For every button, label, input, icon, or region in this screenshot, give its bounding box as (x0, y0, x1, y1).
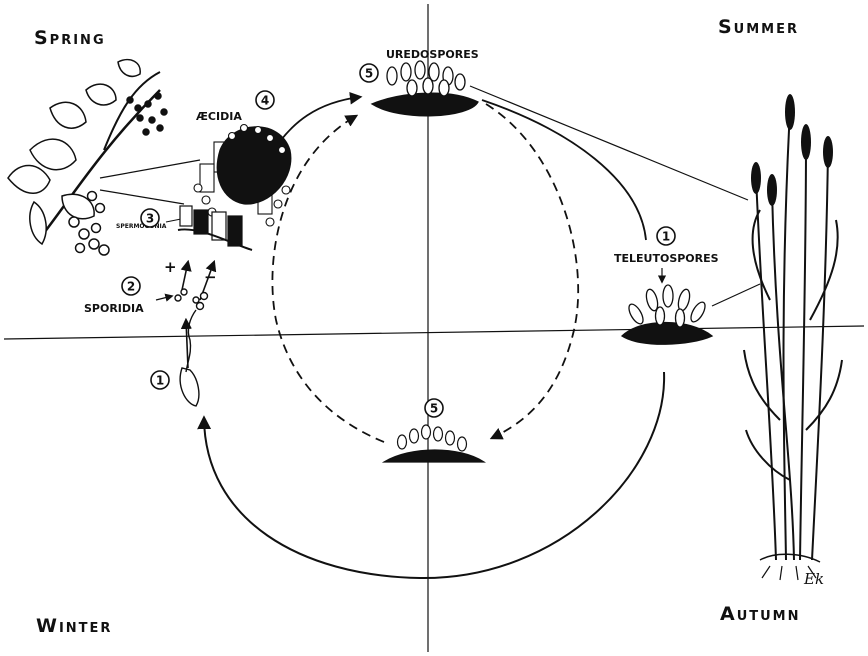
uredospores-label: UREDOSPORES (386, 48, 479, 61)
dashed-repeat-cycle-right (486, 104, 578, 438)
teleutospores-label: TELEUTOSPORES (614, 252, 719, 265)
stage-number-5-bottom: 5 (425, 399, 443, 417)
uredospores-illustration-bottom (384, 425, 484, 462)
svg-text:5: 5 (430, 402, 438, 416)
season-autumn-label: Autumn (720, 603, 801, 625)
sporidia-to-spermogonia-arrow (182, 262, 188, 290)
horizontal-axis-line (4, 326, 864, 339)
barberry-to-aecidia-line-2 (100, 190, 184, 204)
stage-number-3: 3 (141, 209, 159, 227)
sporidia-label: SPORIDIA (84, 302, 144, 315)
artist-signature: Ek (803, 570, 824, 588)
aecidia-label: ÆCIDIA (196, 110, 242, 123)
spermogonia-illustration (178, 206, 252, 250)
grass-to-teleutospores-line (712, 284, 760, 306)
season-summer-label: Summer (718, 16, 799, 38)
stage-number-4: 4 (256, 91, 274, 109)
teleutospores-illustration (622, 285, 712, 344)
uredospores-illustration-top (372, 61, 478, 116)
svg-text:5: 5 (365, 67, 373, 81)
teleutospore-link-arc (482, 100, 646, 240)
season-spring-label: Spring (34, 27, 106, 49)
plus-strain-sign: + (164, 258, 177, 276)
grass-to-uredospores-line (470, 86, 748, 200)
stage-number-1-winter: 1 (151, 371, 169, 389)
spermogonia-label: SPERMOGONIA (116, 223, 167, 230)
stage-number-2: 2 (122, 277, 140, 295)
stage-number-1-autumn: 1 (657, 227, 675, 245)
barberry-to-aecidia-line-1 (100, 160, 200, 178)
season-winter-label: Winter (36, 615, 112, 637)
sporidia-label-pointer (156, 296, 172, 300)
germination-arrow-left (186, 320, 188, 368)
svg-text:1: 1 (156, 374, 164, 388)
minus-strain-sign: − (204, 268, 217, 286)
wheat-plant-illustration (744, 94, 842, 580)
svg-text:1: 1 (662, 230, 670, 244)
sporidia-illustration (175, 289, 208, 406)
stage-number-5-top: 5 (360, 64, 378, 82)
svg-text:3: 3 (146, 212, 154, 226)
svg-text:4: 4 (261, 94, 269, 108)
svg-text:2: 2 (127, 280, 135, 294)
